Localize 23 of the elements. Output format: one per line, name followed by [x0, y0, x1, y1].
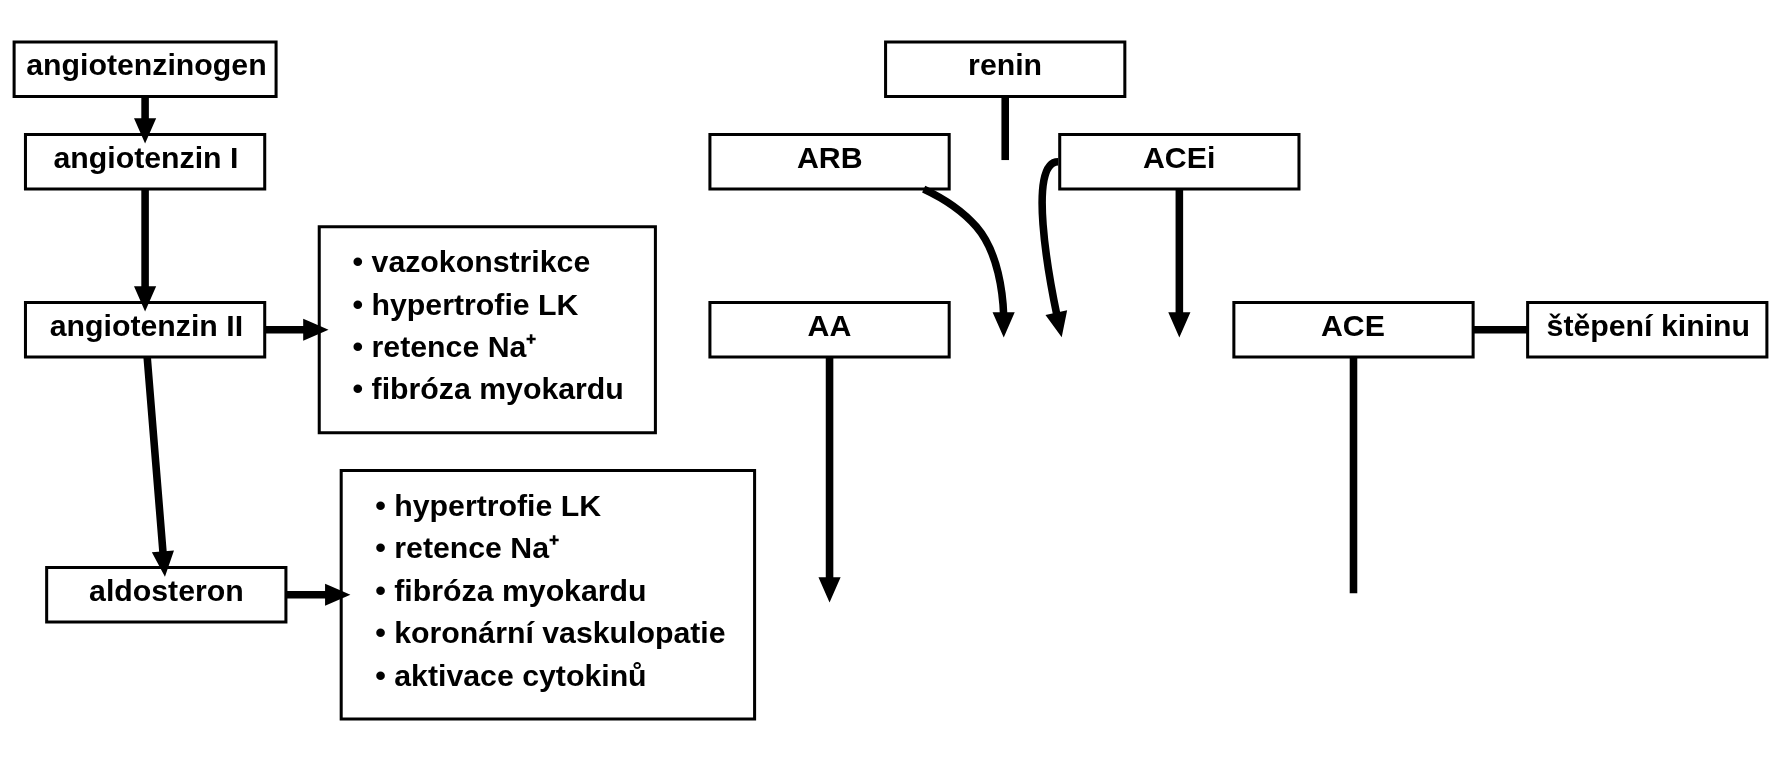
arrow — [134, 188, 157, 312]
node-box: ACE — [1232, 300, 1475, 359]
arrow — [286, 583, 351, 606]
node-box: aldosteron — [45, 565, 288, 624]
node-box: štěpení kininu — [1526, 300, 1769, 359]
arrow — [143, 356, 174, 577]
connector — [1349, 356, 1358, 593]
node-box: • vazokonstrikce • hypertrofie LK • retence Na⁺ • fibróza myokardu — [317, 224, 657, 434]
node-box: renin — [884, 40, 1127, 98]
node-box: ARB — [708, 132, 951, 190]
node-box: • hypertrofie LK • retence Na⁺ • fibróza myokardu • koronární vaskulopatie • aktivace cytokinů — [339, 468, 757, 720]
node-box: ACEi — [1058, 132, 1301, 190]
connector — [1001, 96, 1009, 160]
arrow — [1168, 188, 1191, 337]
node-box: AA — [708, 300, 951, 359]
connector — [1473, 325, 1528, 334]
node-box: angiotenzin I — [23, 132, 267, 190]
arrow — [818, 356, 841, 603]
node-box: angiotenzinogen — [12, 40, 278, 98]
arrow — [264, 318, 329, 341]
node-box: angiotenzin II — [23, 300, 267, 359]
arrow — [134, 96, 157, 144]
arrow — [922, 185, 1015, 337]
